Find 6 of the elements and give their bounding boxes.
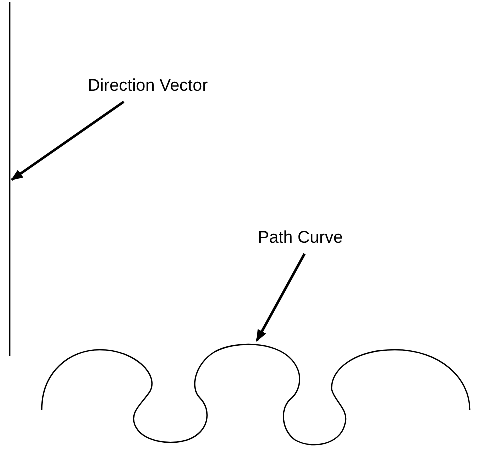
leader-arrow bbox=[11, 100, 125, 182]
label-text: Path Curve bbox=[258, 228, 344, 248]
vertical-line bbox=[9, 2, 11, 356]
path-curve bbox=[41, 344, 471, 446]
label-text: Direction Vector bbox=[88, 76, 208, 96]
leader-arrow bbox=[256, 253, 306, 342]
